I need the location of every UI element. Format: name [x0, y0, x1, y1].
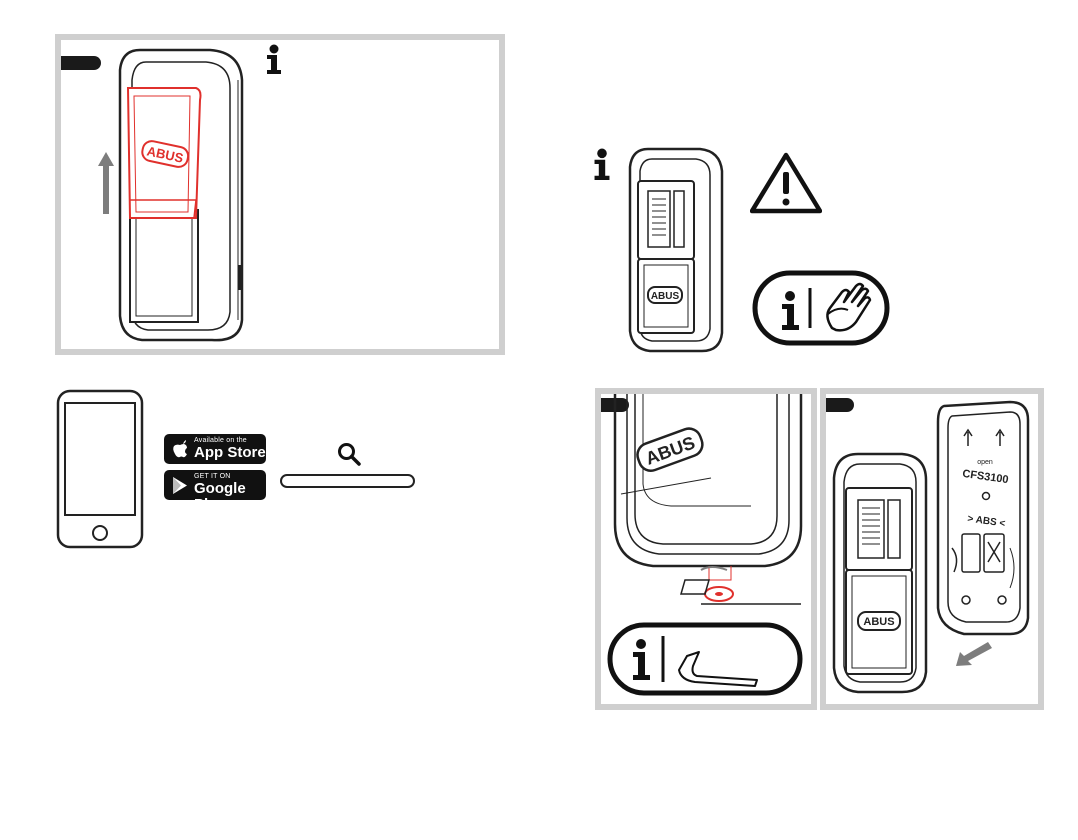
google-play-small-text: GET IT ON	[194, 473, 231, 480]
svg-text:ABUS: ABUS	[863, 616, 894, 628]
app-store-big-text: App Store	[194, 445, 266, 461]
google-play-icon	[172, 477, 188, 494]
app-store-button[interactable]: Available on the App Store	[164, 434, 266, 464]
step-number-badge	[826, 398, 854, 412]
google-play-big-text: Google Play	[194, 481, 266, 513]
smartphone-icon	[56, 389, 144, 549]
housing-screw-illustration: ABUS	[601, 394, 811, 614]
warning-icon	[750, 152, 822, 214]
search-field[interactable]	[280, 474, 415, 488]
back-plate-open-label: open	[977, 459, 993, 466]
info-hex-key-icon	[607, 622, 803, 696]
info-icon	[264, 44, 284, 74]
pull-direction-arrow-icon	[954, 640, 994, 668]
device-cover-slide-illustration: ABUS	[90, 40, 260, 350]
back-plate-illustration: open CFS3100 > ABS <	[930, 398, 1034, 638]
fingerprint-reader-illustration: ABUS	[616, 143, 728, 355]
slide-up-arrow-icon	[98, 152, 114, 214]
google-play-button[interactable]: GET IT ON Google Play	[164, 470, 266, 500]
apple-icon	[172, 440, 188, 458]
svg-text:ABUS: ABUS	[651, 291, 680, 302]
info-clean-icon	[752, 270, 890, 346]
info-icon	[591, 148, 613, 180]
front-cover-illustration: ABUS	[828, 448, 932, 696]
app-store-small-text: Available on the	[194, 437, 247, 444]
search-icon	[337, 442, 361, 466]
